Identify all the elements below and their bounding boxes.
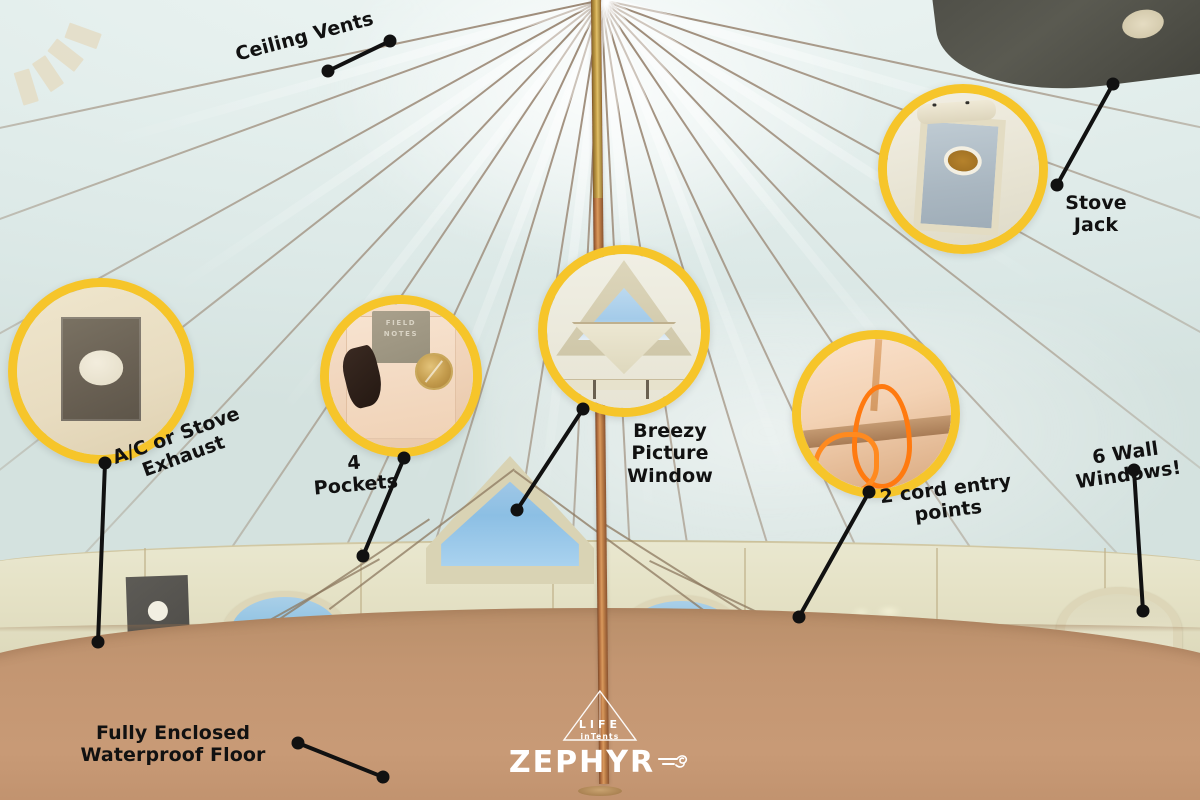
leader-breezy-picture-window-endpoint-1 [577,403,590,416]
wall-ac-exhaust-hole [148,601,169,622]
callout-stove-jack [878,84,1048,254]
field-notes-notebook: FIELD NOTES [372,311,430,363]
wind-swirl-icon [657,745,691,780]
leader-ceiling-vents-endpoint-1 [322,65,335,78]
notebook-title-line2: NOTES [384,330,418,338]
label-four-pockets: 4 Pockets [298,447,411,501]
center-pole-upper [591,0,602,198]
callout-picture-window [538,245,710,417]
logo-zephyr-text: ZEPHYR [509,745,655,780]
stove-jack-clip-left [933,104,937,107]
brand-logo: LIFE inTents ZEPHYR [509,688,691,780]
label-waterproof-floor: Fully Enclosed Waterproof Floor [66,722,280,767]
stove-jack-panel-shape [913,114,1006,235]
gable-picture-window [426,456,594,584]
leader-waterproof-floor-endpoint-1 [292,737,305,750]
callout-cord-entry-image [801,339,951,489]
notebook-title-line1: FIELD [386,319,416,327]
window-hook-left [593,380,596,398]
exhaust-hole-shape [79,350,123,385]
tent-icon: LIFE inTents [557,688,643,744]
center-pole-foot [578,786,622,796]
compass-shape [415,353,452,390]
logo-life-text: LIFE [579,718,621,731]
label-breezy-picture-window: Breezy Picture Window [608,420,732,487]
leader-ac-stove-exhaust-endpoint-2 [92,636,105,649]
logo-product-name-row: ZEPHYR [509,745,691,780]
leader-ceiling-vents-endpoint-2 [384,35,397,48]
leader-cord-entry-points-endpoint-2 [793,611,806,624]
leader-breezy-picture-window-endpoint-2 [511,504,524,517]
leader-stove-jack-endpoint-1 [1107,78,1120,91]
leader-four-pockets-endpoint-2 [357,550,370,563]
leader-six-wall-windows-endpoint-2 [1137,605,1150,618]
stove-jack-clip-right [966,102,970,105]
window-hook-right [646,380,649,398]
label-stove-jack: Stove Jack [1046,192,1146,237]
logo-intents-text: inTents [581,732,620,741]
window-sill-shape [562,379,685,390]
leader-stove-jack-endpoint-2 [1051,179,1064,192]
callout-picture-window-image [547,254,701,408]
callout-stove-jack-image [887,93,1039,245]
callout-cord-entry [792,330,960,498]
callout-pockets: FIELD NOTES [320,295,482,457]
callout-pockets-image: FIELD NOTES [329,304,473,448]
leader-waterproof-floor-endpoint-2 [377,771,390,784]
